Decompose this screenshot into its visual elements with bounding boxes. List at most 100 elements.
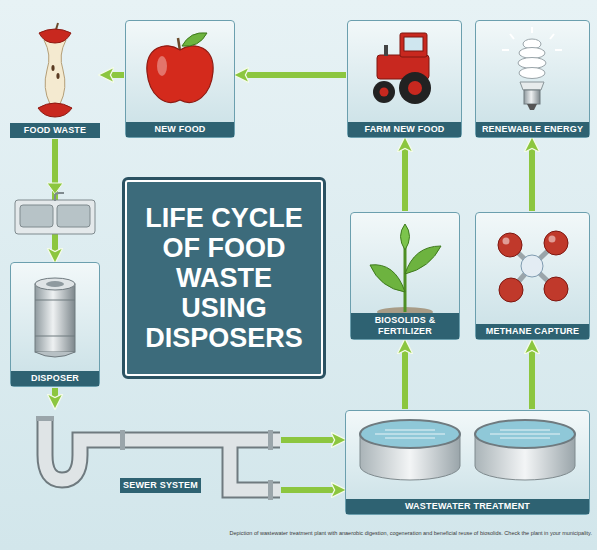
node-label: NEW FOOD: [126, 122, 234, 137]
sewer-pipe-icon-part: [268, 430, 273, 450]
light-bulb-icon-part-part: [550, 34, 554, 39]
panel-background: [345, 410, 590, 515]
sewer-pipe-icon-part: [45, 418, 280, 480]
methane-molecule-icon-part: [499, 278, 523, 302]
panel-background: [10, 262, 100, 387]
caption-text: Depiction of wastewater treatment plant …: [148, 530, 592, 537]
plant-icon: [370, 224, 441, 317]
sewer-pipe-icon-part: [45, 418, 280, 480]
methane-molecule-icon-part: [498, 233, 522, 257]
flow-arrow: [52, 388, 58, 400]
light-bulb-icon-part: [520, 82, 544, 90]
disposer-icon-part: [35, 300, 75, 301]
treatment-box: WASTEWATER TREATMENT: [345, 410, 590, 515]
disposer-icon: [35, 278, 75, 357]
light-bulb-icon-part-part: [555, 49, 562, 51]
sink-icon: [15, 183, 95, 234]
flow-arrow: [243, 72, 346, 78]
sewer-pipe-icon-part: [36, 416, 54, 421]
tractor-icon-part: [399, 72, 431, 104]
flow-arrow: [108, 72, 124, 78]
tractor-icon-part: [373, 81, 395, 103]
disposer-icon-part: [35, 336, 75, 337]
apple-icon-part: [157, 56, 167, 76]
node-label: WASTEWATER TREATMENT: [346, 499, 589, 514]
treatment-tank-icon-part: [475, 420, 575, 448]
methane-box: METHANE CAPTURE: [475, 212, 590, 340]
apple-core-icon-part: [56, 73, 59, 79]
node-label: FARM NEW FOOD: [348, 122, 461, 137]
node-label: RENEWABLE ENERGY: [476, 122, 589, 137]
disposer-icon-part: [35, 284, 75, 352]
apple-core-icon-part: [44, 40, 66, 104]
tractor-icon-part: [408, 81, 422, 95]
methane-molecule-icon-part: [549, 236, 556, 243]
new-food-box: NEW FOOD: [125, 20, 235, 138]
panel-background: [475, 212, 590, 340]
node-label: DISPOSER: [11, 371, 99, 386]
node-label: BIOSOLIDS & FERTILIZER: [351, 313, 459, 339]
apple-icon: [147, 33, 213, 103]
light-bulb-icon-part-part: [510, 34, 514, 39]
farm-box: FARM NEW FOOD: [347, 20, 462, 138]
sink-icon-part: [20, 205, 53, 227]
tractor-icon-part: [400, 33, 427, 57]
sink-icon-part: [57, 205, 90, 227]
methane-molecule-icon: [498, 231, 568, 302]
treatment-tank-icon-part: [360, 420, 460, 448]
panel-group: [10, 20, 590, 515]
panel-background: [475, 20, 590, 138]
tractor-icon-part: [380, 88, 389, 97]
treatment-tank-icon-part: [490, 430, 560, 438]
disposer-icon-part: [35, 278, 75, 290]
light-bulb-icon-part: [518, 58, 546, 69]
flow-arrow: [529, 348, 535, 409]
treatment-tank-icon: [360, 420, 575, 480]
light-bulb-icon: [502, 27, 562, 110]
flow-arrow: [529, 146, 535, 211]
tractor-icon: [373, 33, 431, 104]
food-waste-node: FOOD WASTE: [10, 20, 100, 138]
apple-core-icon-part: [39, 29, 71, 43]
sewer-node: SEWER SYSTEM: [28, 408, 280, 500]
flow-arrow: [281, 437, 337, 443]
light-bulb-icon-part-part: [502, 49, 509, 51]
sewer-pipe-icon: [36, 416, 280, 500]
methane-molecule-icon-part: [503, 238, 510, 245]
apple-icon-part: [147, 46, 213, 103]
sewer-pipe-icon-part: [268, 480, 273, 500]
biosolids-box: BIOSOLIDS & FERTILIZER: [350, 212, 460, 340]
flow-arrow: [402, 146, 408, 211]
diagram-title: LIFE CYCLE OF FOOD WASTE USING DISPOSERS: [135, 203, 313, 353]
light-bulb-icon-part: [502, 27, 562, 50]
disposer-icon-part: [46, 281, 64, 287]
light-bulb-icon-part: [519, 68, 545, 79]
title-box: LIFE CYCLE OF FOOD WASTE USING DISPOSERS: [125, 180, 323, 376]
apple-icon-part: [182, 33, 207, 46]
apple-core-icon-part: [38, 103, 72, 117]
sink-icon-part: [15, 200, 95, 234]
tractor-icon-part: [384, 45, 388, 56]
node-label: METHANE CAPTURE: [476, 324, 589, 339]
plant-icon-part: [401, 224, 410, 250]
panel-background: [350, 212, 460, 340]
methane-molecule-icon-part: [544, 231, 568, 255]
flow-arrow: [281, 487, 337, 493]
methane-molecule-icon-part: [544, 277, 568, 301]
apple-core-icon-part: [51, 65, 54, 71]
energy-box: RENEWABLE ENERGY: [475, 20, 590, 138]
panel-background: [125, 20, 235, 138]
disposer-icon-part: [35, 352, 75, 357]
panel-background: [347, 20, 462, 138]
light-bulb-icon-part-part: [531, 27, 533, 33]
node-label: FOOD WASTE: [10, 123, 100, 138]
node-label: SEWER SYSTEM: [120, 478, 201, 493]
disposer-box: DISPOSER: [10, 262, 100, 387]
plant-icon-part: [405, 246, 441, 274]
plant-icon-part: [370, 265, 405, 292]
treatment-tank-icon-part: [375, 430, 445, 438]
methane-molecule-icon-part: [521, 255, 543, 277]
light-bulb-icon-part: [519, 48, 545, 59]
